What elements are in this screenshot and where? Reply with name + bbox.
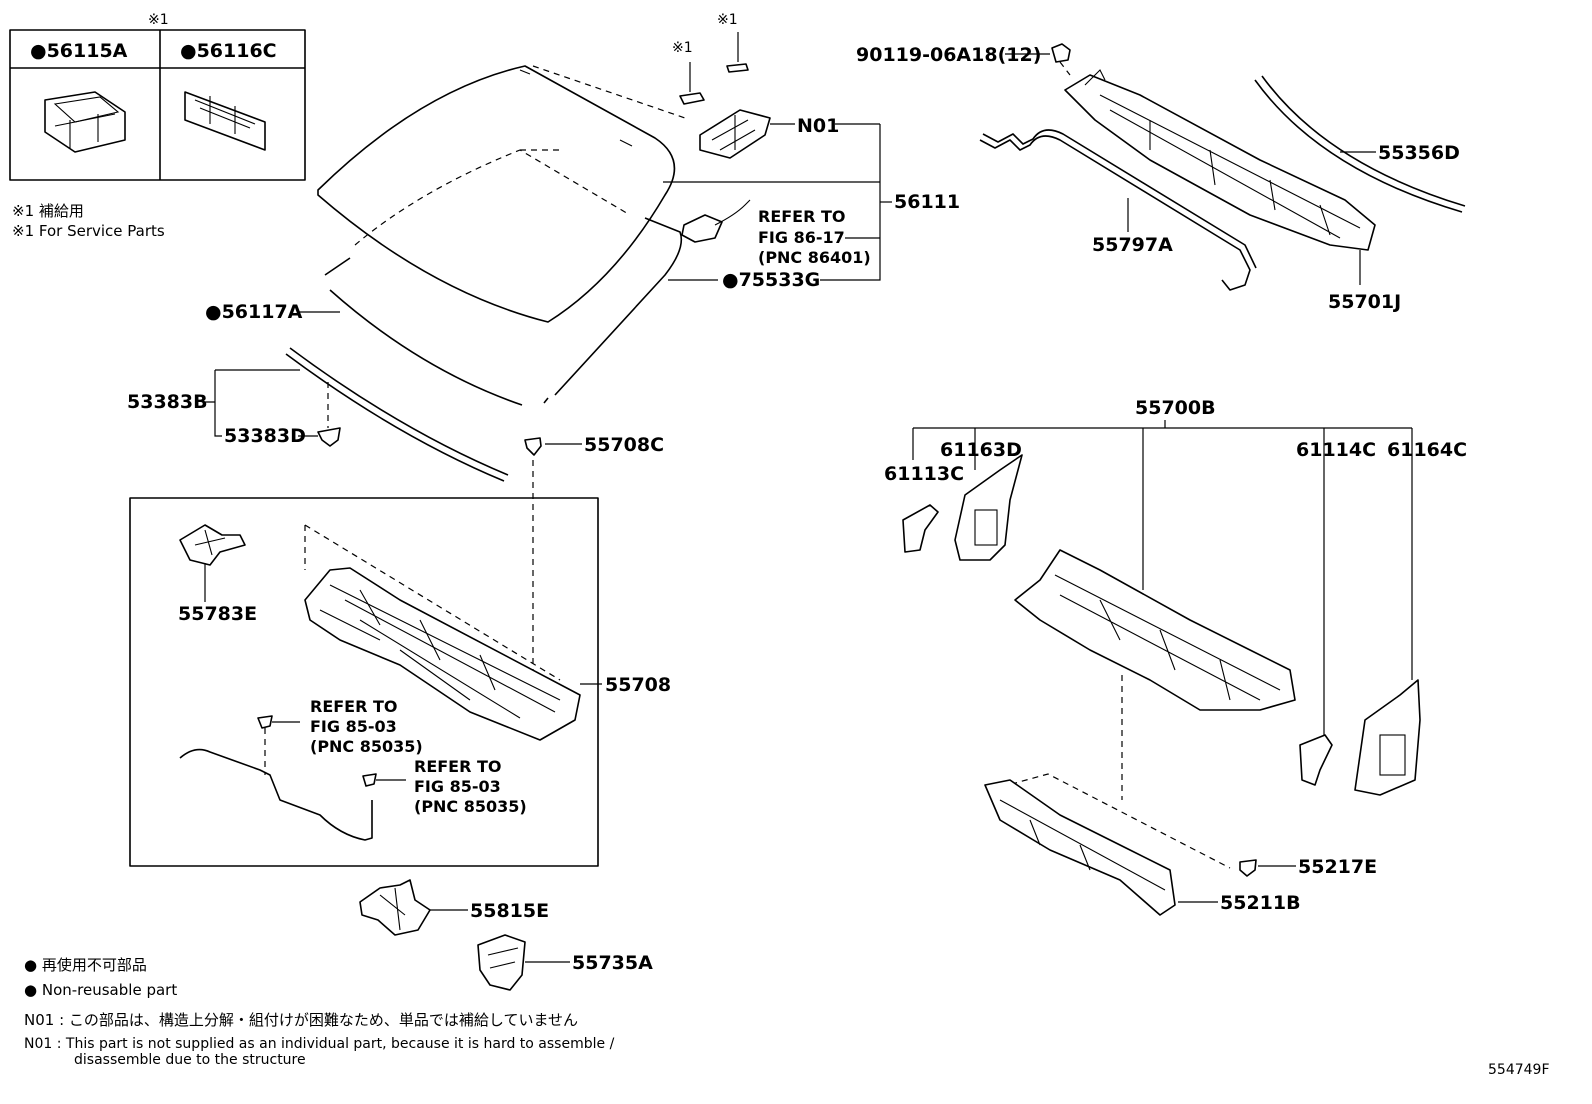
refer-86-17-line2[interactable]: FIG 86-17 bbox=[758, 228, 845, 247]
sensor-86401-drawing bbox=[681, 199, 751, 243]
part-label-55708[interactable]: 55708 bbox=[605, 674, 671, 696]
clip-55217E-drawing bbox=[1239, 859, 1257, 877]
refer-85-03-a-line2[interactable]: FIG 85-03 bbox=[310, 717, 397, 736]
clip-56115A-drawing bbox=[44, 91, 126, 153]
cowl-55700B-drawing bbox=[1014, 549, 1296, 711]
legend-n01-en-line1: N01 : This part is not supplied as an in… bbox=[24, 1036, 615, 1052]
part-label-55356D[interactable]: 55356D bbox=[1378, 142, 1460, 164]
legend-nonreusable-en: ● Non-reusable part bbox=[24, 981, 177, 999]
louver-55708-drawing bbox=[304, 524, 581, 741]
part-label-61163D[interactable]: 61163D bbox=[940, 439, 1022, 461]
bracket-55783E-drawing bbox=[179, 524, 246, 566]
part-label-55815E[interactable]: 55815E bbox=[470, 900, 549, 922]
cowl-louver-box bbox=[129, 497, 599, 867]
refer-85-03-b-line1[interactable]: REFER TO bbox=[414, 757, 502, 776]
service-marker-1: ※1 bbox=[672, 40, 693, 56]
panel-61163D-drawing bbox=[954, 454, 1023, 561]
bolt-90119-drawing bbox=[1051, 43, 1071, 63]
bracket-61113C-drawing bbox=[902, 504, 939, 553]
part-label-53383D[interactable]: 53383D bbox=[224, 425, 306, 447]
service-box-marker: ※1 bbox=[148, 12, 169, 28]
refer-86-17-line3[interactable]: (PNC 86401) bbox=[758, 248, 871, 267]
part-label-55211B[interactable]: 55211B bbox=[1220, 892, 1301, 914]
molding-75533G-drawing bbox=[554, 217, 683, 396]
hose-55797A-drawing bbox=[979, 135, 1251, 291]
molding-53383B-drawing bbox=[289, 347, 509, 476]
part-label-55708C[interactable]: 55708C bbox=[584, 434, 664, 456]
seal-55356D-drawing bbox=[1254, 79, 1463, 213]
shield-55211B-drawing bbox=[984, 773, 1231, 916]
part-label-56116C[interactable]: ●56116C bbox=[180, 40, 277, 62]
panel-61164C-drawing bbox=[1354, 679, 1421, 796]
clip-55708C-drawing bbox=[524, 437, 542, 456]
part-label-53383B[interactable]: 53383B bbox=[127, 391, 208, 413]
legend-nonreusable-jp: ● 再使用不可部品 bbox=[24, 956, 147, 974]
refer-85-03-b-line3[interactable]: (PNC 85035) bbox=[414, 797, 527, 816]
refer-85-03-a-line3[interactable]: (PNC 85035) bbox=[310, 737, 423, 756]
dam-56117A-drawing bbox=[329, 289, 523, 406]
part-label-90119-06A18[interactable]: 90119-06A18(12) bbox=[856, 44, 1041, 66]
refer-85-03-b-line2[interactable]: FIG 85-03 bbox=[414, 777, 501, 796]
bracket-55815E-drawing bbox=[359, 879, 431, 936]
part-label-61114C[interactable]: 61114C bbox=[1296, 439, 1376, 461]
clip-56116C-drawing bbox=[184, 91, 266, 151]
part-label-55783E[interactable]: 55783E bbox=[178, 603, 257, 625]
refer-85-03-a-line1[interactable]: REFER TO bbox=[310, 697, 398, 716]
washer-hose-drawing bbox=[179, 748, 373, 841]
part-label-55797A[interactable]: 55797A bbox=[1092, 234, 1173, 256]
service-marker-2: ※1 bbox=[717, 12, 738, 28]
part-label-56111[interactable]: 56111 bbox=[894, 191, 960, 213]
service-note-en: ※1 For Service Parts bbox=[12, 222, 165, 240]
bracket-61114C-drawing bbox=[1299, 734, 1333, 786]
legend-n01-en-line2: disassemble due to the structure bbox=[74, 1052, 306, 1068]
service-parts-box: ※1 ●56115A ●56116C bbox=[9, 12, 306, 181]
seal-55735A-drawing bbox=[477, 934, 526, 991]
part-label-55701J[interactable]: 55701J bbox=[1328, 291, 1401, 313]
part-label-N01[interactable]: N01 bbox=[797, 115, 839, 137]
part-label-75533G[interactable]: ●75533G bbox=[722, 269, 820, 291]
clip-53383D-drawing bbox=[317, 382, 341, 447]
part-label-55217E[interactable]: 55217E bbox=[1298, 856, 1377, 878]
figure-id: 554749F bbox=[1488, 1062, 1550, 1078]
legend-n01-jp: N01 : この部品は、構造上分解・組付けが困難なため、単品では補給していません bbox=[24, 1011, 578, 1029]
part-label-61113C[interactable]: 61113C bbox=[884, 463, 964, 485]
part-label-61164C[interactable]: 61164C bbox=[1387, 439, 1467, 461]
service-note-jp: ※1 補給用 bbox=[12, 202, 84, 220]
part-label-56115A[interactable]: ●56115A bbox=[30, 40, 128, 62]
part-label-56117A[interactable]: ●56117A bbox=[205, 301, 303, 323]
cowl-panel-55701J-drawing bbox=[1064, 69, 1376, 251]
part-label-55700B[interactable]: 55700B bbox=[1135, 397, 1216, 419]
refer-86-17-line1[interactable]: REFER TO bbox=[758, 207, 846, 226]
windshield-glass-drawing bbox=[317, 65, 686, 323]
bracket-N01-drawing bbox=[699, 109, 771, 159]
part-label-55735A[interactable]: 55735A bbox=[572, 952, 653, 974]
